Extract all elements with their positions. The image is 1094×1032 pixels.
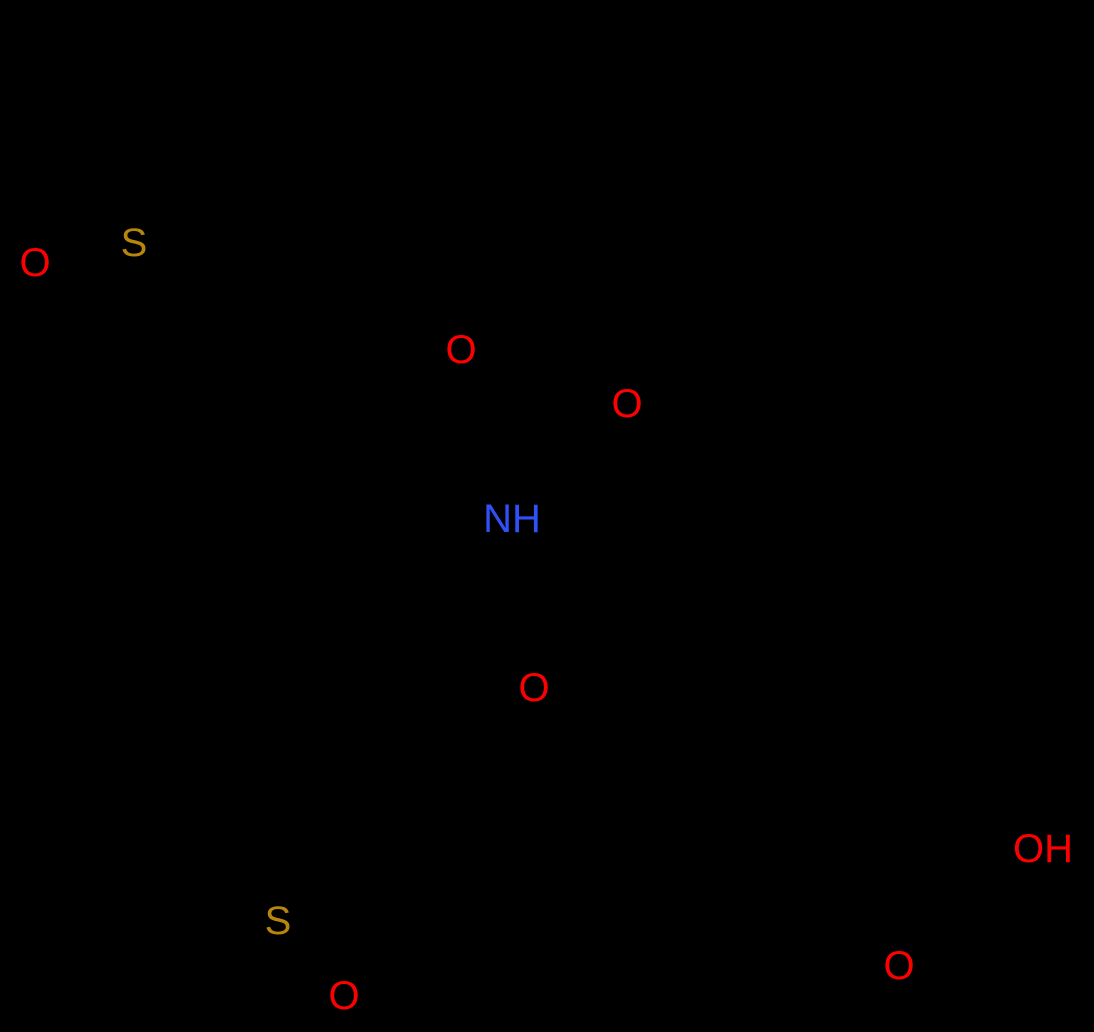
bond-line [198,266,234,382]
bond-line [198,83,264,167]
bond-line [468,543,492,622]
bond-line [818,798,922,852]
bond-line [498,128,562,227]
bond-line [295,940,340,973]
bond-line [718,528,782,622]
bond-line [758,78,842,132]
bond-line [518,398,602,414]
bond-line [110,378,202,452]
bond-line [658,103,762,132]
bond-line [248,788,292,882]
atom-label-oh-1: OH [1013,827,1073,871]
bond-line [415,373,455,420]
bond-line [470,615,533,665]
bond-line [558,103,662,132]
bond-line [260,138,362,167]
bond-line [892,847,919,940]
bond-line [758,618,782,722]
bond-line [60,248,110,265]
bond-line [899,848,926,941]
bond-line [938,108,1002,202]
bond-line [388,618,472,692]
bond-line [618,498,722,532]
bond-line [838,78,942,112]
atom-label-o-6: O [883,944,915,988]
bond-line [918,843,1008,852]
bond-line [543,498,622,527]
bond-line [248,698,302,792]
atom-label-s-2: S [264,899,292,943]
bond-line [498,223,562,312]
bond-line [518,308,562,402]
atom-label-nh-1: NH [483,497,541,541]
bond-line [618,418,652,502]
bond-line [758,718,822,802]
bond-line [420,378,460,425]
bond-line [418,398,522,422]
bond-line [298,328,332,422]
bond-line [158,248,234,270]
bond-line [230,163,264,270]
bond-line [198,378,302,422]
atom-label-o-5: O [328,974,360,1018]
atom-label-o-2: O [445,328,477,372]
bond-line [358,58,432,142]
bond-line [298,688,392,702]
atom-label-o-1: O [19,241,51,285]
bond-line [300,935,345,968]
atom-label-o-4: O [518,666,550,710]
bond-line [298,938,392,962]
atom-label-s-1: S [120,221,148,265]
bond-line [465,620,528,670]
atom-label-o-3: O [611,382,643,426]
bond-line [288,878,306,907]
